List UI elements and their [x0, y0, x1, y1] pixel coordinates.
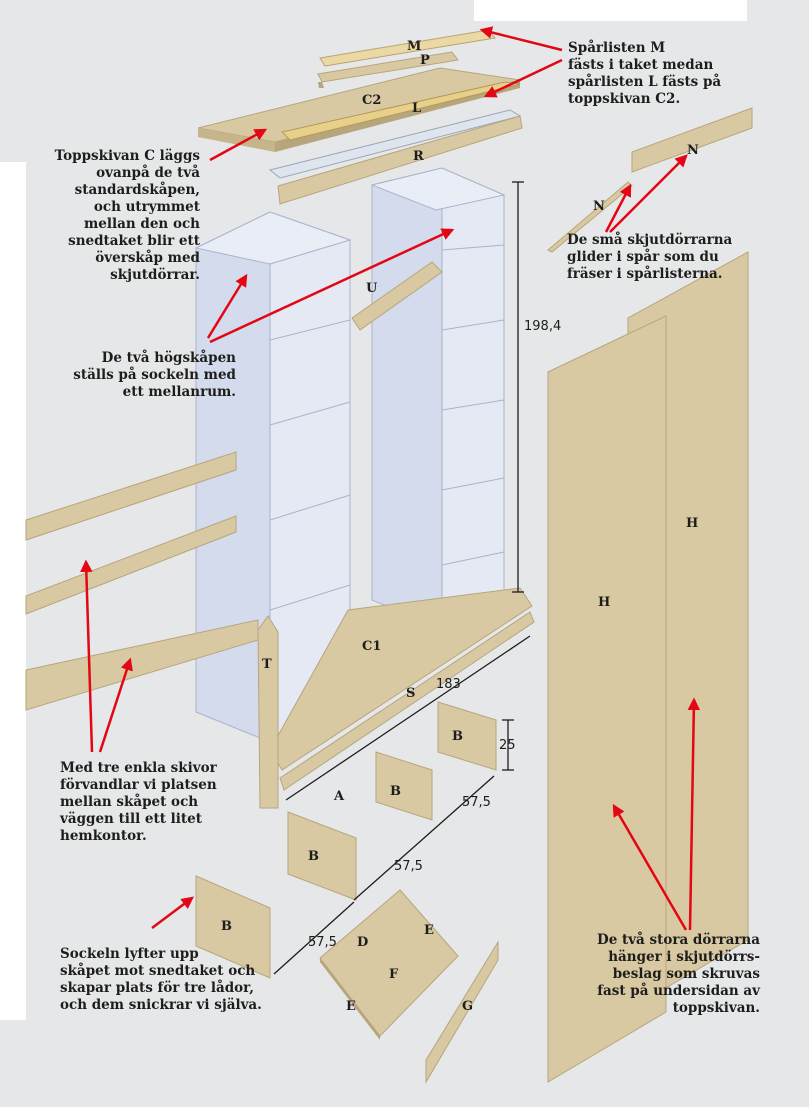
label-b3: B	[308, 849, 319, 864]
board-r	[277, 115, 523, 205]
dim-drawer-width-2: 57,5	[394, 859, 423, 874]
cabinet-right	[370, 167, 506, 629]
label-h1: H	[598, 595, 610, 610]
label-d: D	[357, 935, 368, 950]
label-p: P	[420, 53, 430, 68]
cabinet-left	[194, 211, 352, 743]
label-c1: C1	[362, 639, 381, 654]
dim-drawer-height: 25	[499, 738, 516, 753]
board-t	[257, 615, 279, 809]
plinth-c1	[269, 587, 533, 771]
dim-height: 198,4	[524, 319, 561, 334]
desk-shelves	[25, 451, 259, 711]
dim-width: 183	[436, 677, 461, 692]
label-b4: B	[221, 919, 232, 934]
top-white-panel	[474, 0, 747, 21]
label-n1: N	[593, 199, 605, 214]
board-p	[317, 51, 459, 88]
small-doors-n	[547, 107, 753, 253]
label-e1: E	[424, 923, 434, 938]
label-m: M	[407, 39, 421, 54]
label-g: G	[462, 999, 473, 1014]
dim-drawer-width-1: 57,5	[462, 795, 491, 810]
left-white-panel	[0, 162, 26, 1020]
label-u: U	[366, 281, 378, 296]
label-t: T	[262, 657, 272, 672]
label-b2: B	[390, 784, 401, 799]
label-f: F	[389, 967, 399, 982]
label-b1: B	[452, 729, 463, 744]
dimension-lines	[273, 181, 531, 975]
label-a: A	[333, 789, 345, 804]
label-h2: H	[686, 516, 698, 531]
large-doors-h	[547, 251, 749, 1083]
dim-drawer-width-3: 57,5	[308, 935, 337, 950]
spar-list-m	[319, 29, 496, 67]
drawer-parts	[195, 701, 499, 1084]
spar-list-l	[281, 81, 521, 141]
label-n2: N	[687, 143, 699, 158]
label-r: R	[413, 149, 424, 164]
label-l: L	[412, 101, 421, 116]
label-s: S	[406, 686, 415, 701]
red-arrows	[80, 26, 701, 931]
board-u	[351, 261, 443, 331]
board-s	[279, 611, 535, 791]
label-c2: C2	[362, 93, 381, 108]
label-e2: E	[346, 999, 356, 1014]
